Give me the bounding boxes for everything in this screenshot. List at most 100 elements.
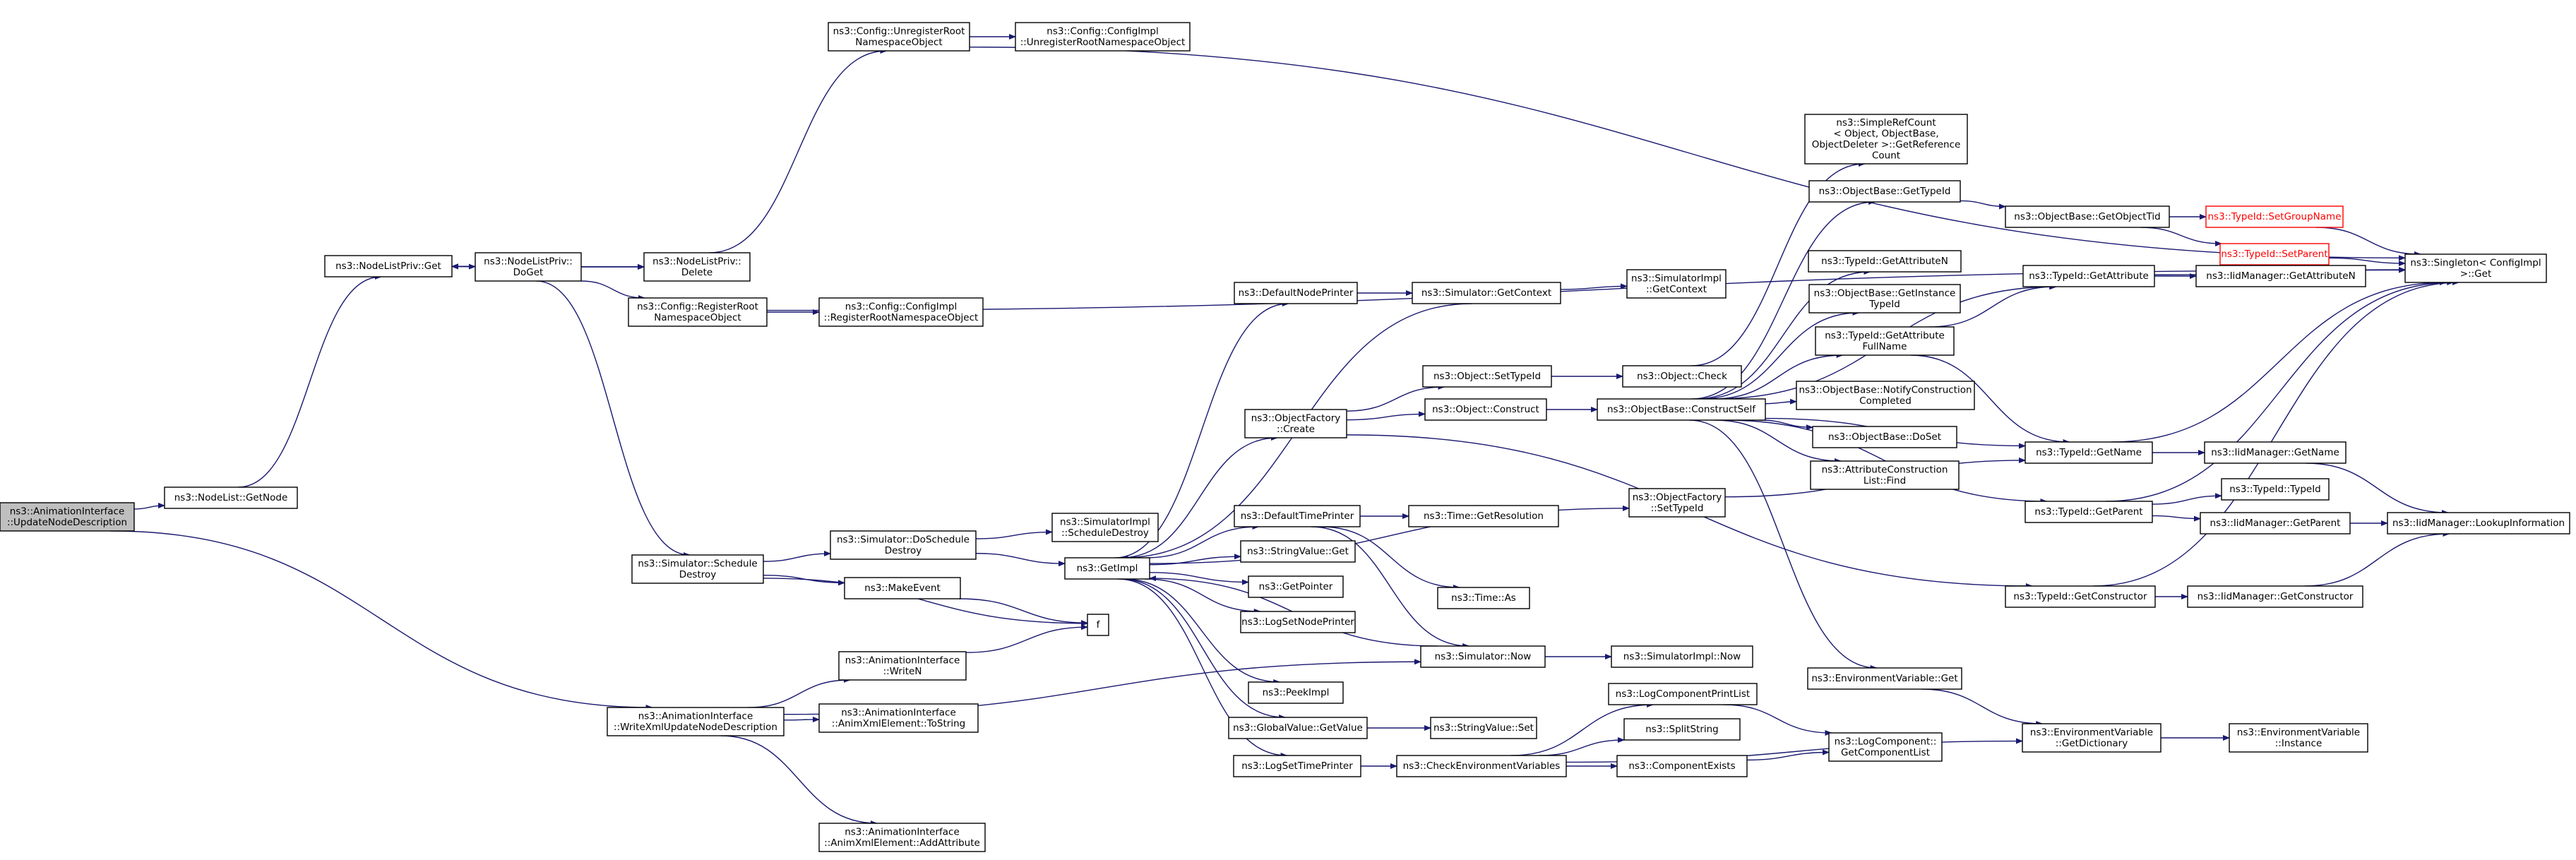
node-box bbox=[1228, 717, 1368, 739]
node-of_settypeid[interactable]: ns3::ObjectFactory::SetTypeId bbox=[1628, 488, 1726, 518]
node-simplerefcount[interactable]: ns3::SimpleRefCount< Object, ObjectBase,… bbox=[1804, 114, 1968, 165]
node-tid_setgroupname[interactable]: ns3::TypeId::SetGroupName bbox=[2205, 205, 2344, 228]
node-getimpl[interactable]: ns3::GetImpl bbox=[1064, 557, 1150, 580]
node-tid_setparent[interactable]: ns3::TypeId::SetParent bbox=[2219, 243, 2330, 265]
node-simimpl_now[interactable]: ns3::SimulatorImpl::Now bbox=[1611, 645, 1753, 668]
node-addattr[interactable]: ns3::AnimationInterface::AnimXmlElement:… bbox=[818, 823, 986, 852]
node-tid_getparent[interactable]: ns3::TypeId::GetParent bbox=[2025, 501, 2153, 523]
node-root[interactable]: ns3::AnimationInterface::UpdateNodeDescr… bbox=[0, 502, 135, 532]
node-ob_constructself[interactable]: ns3::ObjectBase::ConstructSelf bbox=[1597, 398, 1766, 421]
node-label-line: ns3::AnimationInterface bbox=[845, 655, 960, 666]
node-box bbox=[1233, 755, 1361, 777]
node-cfg_reg[interactable]: ns3::Config::RegisterRootNamespaceObject bbox=[628, 297, 768, 327]
node-deftimeprinter[interactable]: ns3::DefaultTimePrinter bbox=[1234, 505, 1361, 527]
node-box bbox=[1422, 365, 1552, 388]
node-ob_doset[interactable]: ns3::ObjectBase::DoSet bbox=[1812, 426, 1957, 448]
node-box bbox=[2229, 723, 2368, 753]
node-getnode[interactable]: ns3::NodeList::GetNode bbox=[164, 486, 298, 509]
edge-nlp_doget-to-sim_schedd bbox=[536, 280, 691, 558]
node-sim_getcontext[interactable]: ns3::Simulator::GetContext bbox=[1412, 282, 1561, 304]
node-tid_getconstructor[interactable]: ns3::TypeId::GetConstructor bbox=[2005, 585, 2156, 608]
node-cfg_unreg[interactable]: ns3::Config::UnregisterRootNamespaceObje… bbox=[828, 22, 970, 52]
node-box bbox=[2005, 205, 2170, 228]
edge-deftimeprinter-to-time_as bbox=[1321, 526, 1460, 590]
node-label-line: ObjectDeleter >::GetReference bbox=[1812, 139, 1961, 150]
node-box bbox=[2404, 253, 2547, 283]
node-sim_now[interactable]: ns3::Simulator::Now bbox=[1420, 645, 1546, 668]
node-nlp_get[interactable]: ns3::NodeListPriv::Get bbox=[324, 255, 453, 277]
node-gv_getvalue[interactable]: ns3::GlobalValue::GetValue bbox=[1228, 717, 1368, 739]
node-strval_set[interactable]: ns3::StringValue::Set bbox=[1430, 717, 1537, 739]
node-ob_notify[interactable]: ns3::ObjectBase::NotifyConstructionCompl… bbox=[1796, 381, 1975, 410]
node-tid_getattribute[interactable]: ns3::TypeId::GetAttribute bbox=[2022, 265, 2155, 287]
node-logsetnodeprinter[interactable]: ns3::LogSetNodePrinter bbox=[1240, 611, 1356, 633]
node-tid_getattrn[interactable]: ns3::TypeId::GetAttributeN bbox=[1808, 250, 1962, 273]
node-tid_typeid[interactable]: ns3::TypeId::TypeId bbox=[2221, 478, 2330, 501]
node-getpointer[interactable]: ns3::GetPointer bbox=[1248, 575, 1344, 598]
node-obj_construct[interactable]: ns3::Object::Construct bbox=[1424, 398, 1547, 421]
node-sim_schedd[interactable]: ns3::Simulator::ScheduleDestroy bbox=[631, 554, 764, 584]
node-box bbox=[628, 297, 768, 327]
edge-ob_constructself-to-tid_getattrn bbox=[1695, 269, 1871, 400]
node-label-line: ns3::DefaultNodePrinter bbox=[1239, 287, 1354, 299]
node-strval_get[interactable]: ns3::StringValue::Get bbox=[1240, 540, 1356, 563]
node-checkenv[interactable]: ns3::CheckEnvironmentVariables bbox=[1396, 755, 1567, 777]
node-logsettimeprinter[interactable]: ns3::LogSetTimePrinter bbox=[1233, 755, 1361, 777]
node-defnodeprinter[interactable]: ns3::DefaultNodePrinter bbox=[1234, 282, 1358, 304]
node-ob_gettypeid[interactable]: ns3::ObjectBase::GetTypeId bbox=[1808, 180, 1961, 203]
node-label-line: ::Instance bbox=[2275, 738, 2322, 749]
edge-ob_gettypeid-to-ob_getobjecttid bbox=[1960, 200, 2006, 210]
node-iidm_getname[interactable]: ns3::IidManager::GetName bbox=[2204, 441, 2347, 464]
node-iidm_lookup[interactable]: ns3::IidManager::LookupInformation bbox=[2387, 512, 2570, 534]
node-nlp_doget[interactable]: ns3::NodeListPriv::DoGet bbox=[475, 252, 582, 282]
node-tid_getname[interactable]: ns3::TypeId::GetName bbox=[2025, 441, 2153, 464]
node-label-line: ns3::TypeId::SetParent bbox=[2221, 249, 2327, 260]
node-label-line: ::Create bbox=[1277, 424, 1315, 435]
node-label-line: NamespaceObject bbox=[654, 312, 741, 323]
node-iidm_getconstructor[interactable]: ns3::IidManager::GetConstructor bbox=[2187, 585, 2363, 608]
node-envvar_instance[interactable]: ns3::EnvironmentVariable::Instance bbox=[2229, 723, 2368, 753]
node-time_as[interactable]: ns3::Time::As bbox=[1437, 587, 1530, 609]
edge-getimpl-to-logsettimeprinter bbox=[1117, 578, 1288, 758]
node-obj_check[interactable]: ns3::Object::Check bbox=[1622, 365, 1742, 388]
node-logcomp_getlist[interactable]: ns3::LogComponent::GetComponentList bbox=[1828, 732, 1943, 762]
node-label-line: ns3::Simulator::GetContext bbox=[1421, 287, 1551, 299]
node-makeevent[interactable]: ns3::MakeEvent bbox=[844, 577, 961, 599]
node-simimpl_getcontext[interactable]: ns3::SimulatorImpl::GetContext bbox=[1626, 269, 1727, 299]
edge-objfactory_create-to-obj_settypeid bbox=[1346, 384, 1445, 412]
node-splitstring[interactable]: ns3::SplitString bbox=[1623, 718, 1741, 741]
node-tostring[interactable]: ns3::AnimationInterface::AnimXmlElement:… bbox=[818, 703, 979, 733]
node-logcompprintlist[interactable]: ns3::LogComponentPrintList bbox=[1608, 683, 1758, 705]
node-nlp_delete[interactable]: ns3::NodeListPriv::Delete bbox=[643, 252, 751, 282]
node-cfgimpl_unreg[interactable]: ns3::Config::ConfigImpl::UnregisterRootN… bbox=[1015, 22, 1191, 52]
node-time_getres[interactable]: ns3::Time::GetResolution bbox=[1408, 505, 1559, 527]
node-cfgimpl_reg[interactable]: ns3::Config::ConfigImpl::RegisterRootNam… bbox=[818, 297, 984, 327]
node-envvar_get[interactable]: ns3::EnvironmentVariable::Get bbox=[1807, 667, 1962, 690]
node-label-line: List::Find bbox=[1864, 475, 1906, 486]
node-singleton_get[interactable]: ns3::Singleton< ConfigImpl >::Get bbox=[2404, 253, 2547, 283]
node-box bbox=[1812, 426, 1957, 448]
edge-sim_doschedd-to-getimpl bbox=[975, 553, 1066, 567]
edge-writen-to-f bbox=[965, 624, 1088, 653]
node-obj_settypeid[interactable]: ns3::Object::SetTypeId bbox=[1422, 365, 1552, 388]
node-box bbox=[2200, 512, 2351, 534]
node-ob_getobjecttid[interactable]: ns3::ObjectBase::GetObjectTid bbox=[2005, 205, 2170, 228]
node-simimpl_schedd[interactable]: ns3::SimulatorImpl::ScheduleDestroy bbox=[1051, 513, 1159, 542]
node-iidm_getattrn[interactable]: ns3::IidManager::GetAttributeN bbox=[2195, 265, 2366, 287]
node-objfactory_create[interactable]: ns3::ObjectFactory::Create bbox=[1244, 409, 1347, 438]
node-f[interactable]: f bbox=[1087, 614, 1109, 636]
node-iidm_getparent[interactable]: ns3::IidManager::GetParent bbox=[2200, 512, 2351, 534]
node-compexists[interactable]: ns3::ComponentExists bbox=[1616, 755, 1748, 777]
node-peekimpl[interactable]: ns3::PeekImpl bbox=[1248, 681, 1344, 704]
node-box bbox=[1244, 409, 1347, 438]
node-writexml[interactable]: ns3::AnimationInterface::WriteXmlUpdateN… bbox=[607, 707, 785, 736]
node-envvar_getdict[interactable]: ns3::EnvironmentVariable::GetDictionary bbox=[2022, 723, 2161, 753]
node-label-line: ::UnregisterRootNamespaceObject bbox=[1020, 37, 1186, 48]
edge-sim_getcontext-to-simimpl_getcontext bbox=[1560, 283, 1628, 290]
node-writen[interactable]: ns3::AnimationInterface::WriteN bbox=[838, 651, 967, 681]
edge-sim_schedd-to-sim_doschedd bbox=[763, 551, 831, 562]
